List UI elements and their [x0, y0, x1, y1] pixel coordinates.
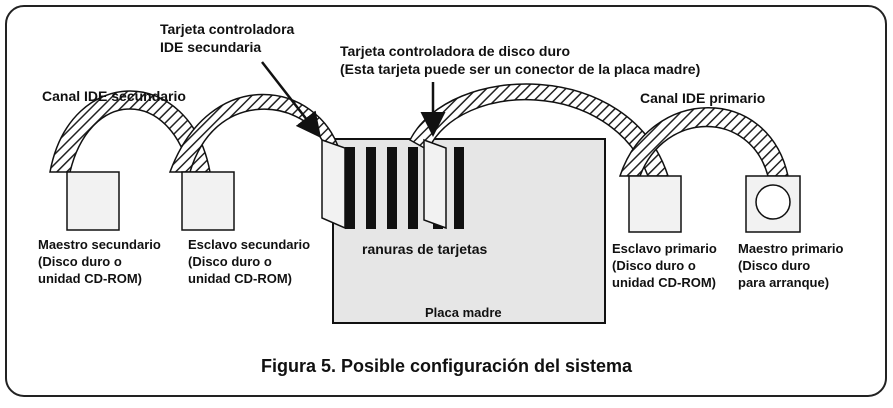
- motherboard-label: Placa madre: [425, 305, 502, 320]
- motherboard: [332, 138, 606, 324]
- primary-master-label: Maestro primario (Disco duro para arranq…: [738, 241, 844, 290]
- secondary-controller-arrow: [261, 61, 322, 138]
- boot-disk-icon: [755, 184, 791, 220]
- secondary-cable-left: [49, 90, 211, 173]
- secondary-master-label: Maestro secundario (Disco duro o unidad …: [38, 237, 161, 286]
- secondary-slave-drive: [181, 171, 235, 231]
- secondary-slave-label: Esclavo secundario (Disco duro o unidad …: [188, 237, 311, 286]
- disk-controller-label: Tarjeta controladora de disco duro (Esta…: [340, 43, 701, 77]
- secondary-controller-card: [321, 138, 346, 230]
- primary-cable-right: [618, 107, 789, 177]
- primary-slave-drive: [628, 175, 682, 233]
- secondary-controller-label: Tarjeta controladora IDE secundaria: [160, 21, 295, 55]
- card-slots-label: ranuras de tarjetas: [362, 241, 488, 257]
- primary-slave-label: Esclavo primario (Disco duro o unidad CD…: [612, 241, 717, 290]
- secondary-channel-label: Canal IDE secundario: [42, 88, 186, 104]
- secondary-master-drive: [66, 171, 120, 231]
- primary-channel-label: Canal IDE primario: [640, 90, 766, 106]
- figure-caption: Figura 5. Posible configuración del sist…: [260, 356, 633, 376]
- disk-controller-card: [423, 138, 447, 230]
